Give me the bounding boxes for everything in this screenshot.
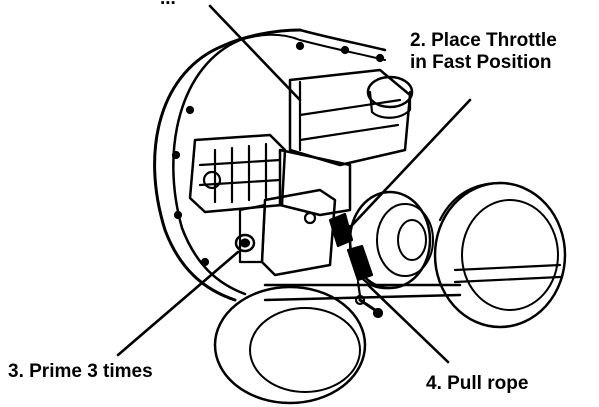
top-cropped-instruction: ... <box>160 0 176 10</box>
throttle-line-1: 2. Place Throttle <box>410 30 557 51</box>
pointer-lines <box>116 4 472 364</box>
pointer-prime <box>116 250 240 357</box>
pointer-top <box>208 4 302 102</box>
frame-shroud <box>153 28 387 302</box>
prime-instruction: 3. Prime 3 times <box>8 361 153 382</box>
muffler-grille <box>188 133 287 214</box>
engine-block <box>238 148 352 277</box>
throttle-instruction: 2. Place Throttle in Fast Position <box>410 30 557 74</box>
throttle-lever <box>328 212 354 248</box>
pointer-throttle <box>338 98 472 240</box>
pull-rope-instruction: 4. Pull rope <box>426 373 529 394</box>
pointer-rope <box>366 283 450 364</box>
throttle-line-2: in Fast Position <box>410 52 552 73</box>
primer-bulb <box>234 233 256 253</box>
fuel-tank <box>288 68 414 167</box>
left-wheel <box>213 285 367 405</box>
rope-handle <box>346 244 374 306</box>
axle-bars <box>263 263 562 319</box>
right-wheel <box>433 181 567 329</box>
